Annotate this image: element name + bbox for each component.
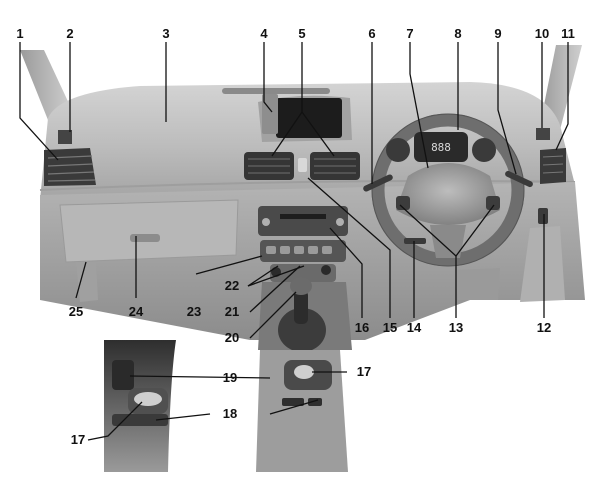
cluster-dial-left — [386, 138, 410, 162]
glovebox — [59, 199, 239, 263]
steering-wheel-edge — [371, 113, 525, 267]
callout-3: 3 — [162, 26, 169, 41]
left-side-vent — [58, 130, 72, 144]
key-card-slot — [404, 238, 426, 244]
glovebox-handle — [130, 234, 160, 242]
gear-stick — [294, 290, 308, 324]
callout-15: 15 — [383, 320, 397, 335]
inset-left-slot — [112, 360, 134, 390]
callout-14: 14 — [407, 320, 422, 335]
callout-16: 16 — [355, 320, 369, 335]
inset-right-button — [308, 398, 322, 406]
callout-5: 5 — [298, 26, 305, 41]
navigation-screen — [276, 98, 342, 138]
callout-23: 23 — [187, 304, 201, 319]
pedal-area — [455, 268, 500, 300]
callout-2: 2 — [66, 26, 73, 41]
cd-slot — [280, 214, 326, 219]
right-a-pillar — [540, 45, 582, 130]
callout-25: 25 — [69, 304, 83, 319]
inset-left-knob — [134, 392, 162, 406]
right-stalk — [505, 170, 533, 188]
left-lower-panel — [76, 262, 98, 302]
steering-control-right — [486, 196, 500, 210]
callout-18: 18 — [223, 406, 237, 421]
right-lower-panel — [520, 226, 565, 302]
callout-7: 7 — [406, 26, 413, 41]
socket-right — [321, 265, 331, 275]
inset-right-slot — [282, 398, 304, 406]
right-upper-vent — [536, 128, 550, 140]
right-vent — [540, 148, 566, 184]
callout-9: 9 — [494, 26, 501, 41]
gear-boot — [278, 308, 326, 352]
inset-left-tray — [112, 414, 168, 426]
gear-knob — [290, 277, 312, 295]
instrument-cluster — [414, 132, 468, 162]
steering-wheel-spoke — [430, 225, 466, 258]
callout-17-left: 17 — [71, 432, 85, 447]
callout-12: 12 — [537, 320, 551, 335]
callout-6: 6 — [368, 26, 375, 41]
callout-17-right: 17 — [357, 364, 371, 379]
callout-10: 10 — [535, 26, 549, 41]
hazard-switch — [298, 158, 307, 172]
audio-panel — [258, 206, 348, 236]
leader-lines — [19, 42, 569, 441]
steering-wheel-hub — [396, 163, 500, 225]
callout-4: 4 — [260, 26, 268, 41]
steering-control-left — [396, 196, 410, 210]
callout-20: 20 — [225, 330, 239, 345]
callout-24: 24 — [129, 304, 144, 319]
callout-19: 19 — [223, 370, 237, 385]
right-lower-switch — [538, 208, 548, 224]
steering-wheel-rim — [371, 113, 525, 267]
console-tray — [270, 264, 336, 282]
inset-right-knob — [294, 365, 314, 379]
callout-8: 8 — [454, 26, 461, 41]
callout-1: 1 — [16, 26, 23, 41]
callout-22: 22 — [225, 278, 239, 293]
callout-21: 21 — [225, 304, 239, 319]
callout-13: 13 — [449, 320, 463, 335]
defroster-vent — [222, 88, 330, 94]
left-stalk — [363, 174, 393, 192]
callout-11: 11 — [561, 26, 575, 41]
dashboard-crease — [39, 180, 576, 191]
cluster-dial-right — [472, 138, 496, 162]
cluster-digits: 888 — [431, 141, 451, 154]
